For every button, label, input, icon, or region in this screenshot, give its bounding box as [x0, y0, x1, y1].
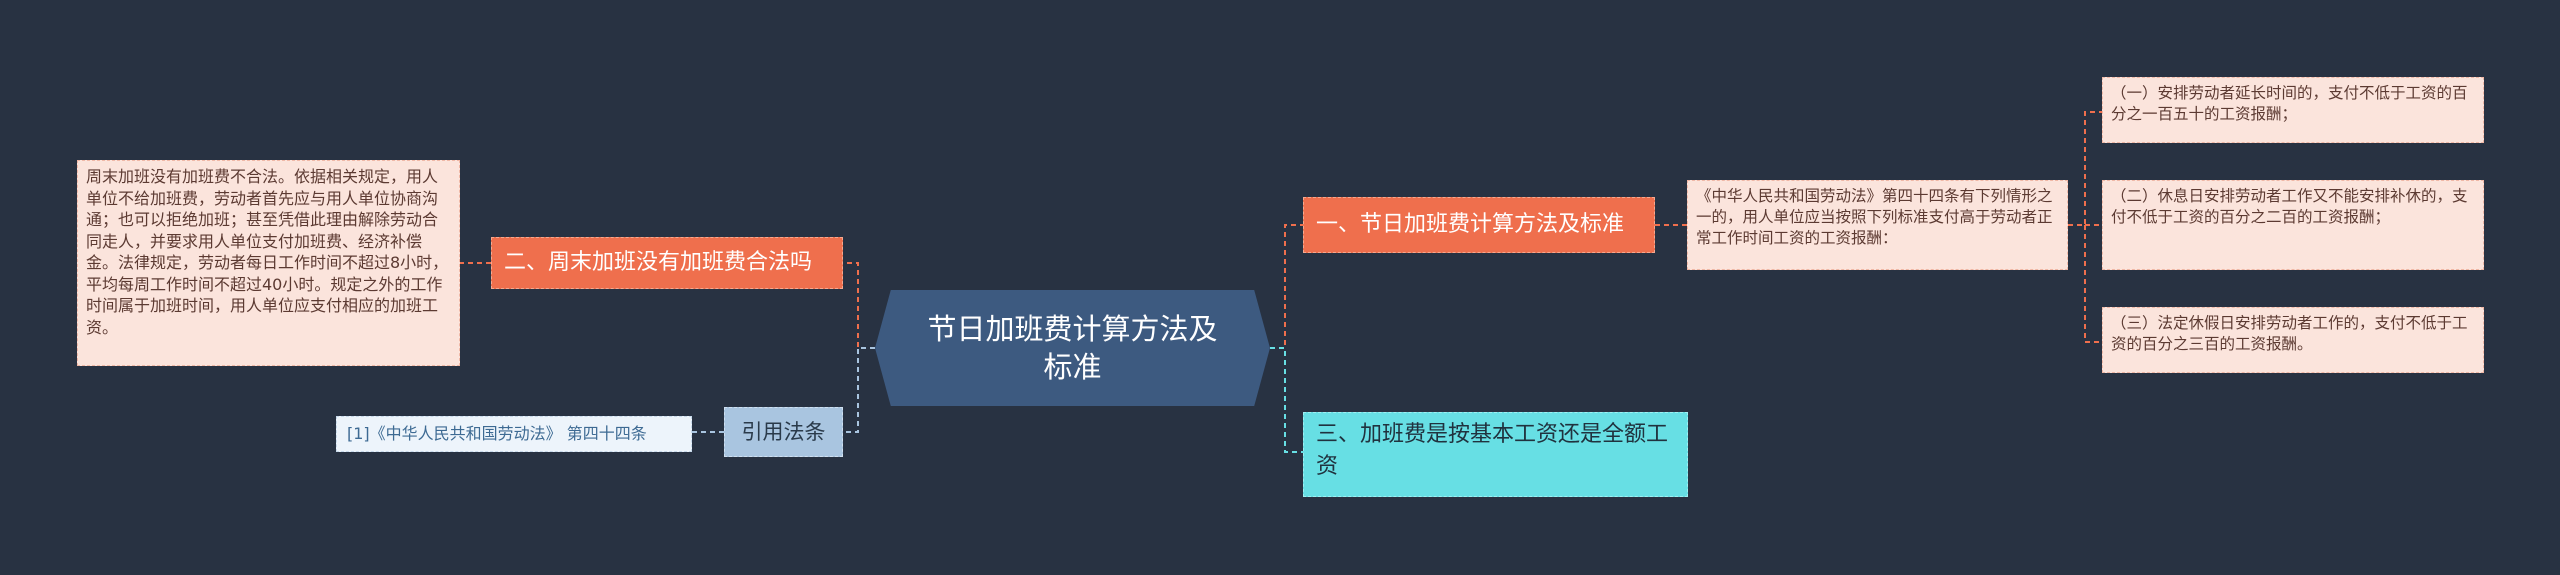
branch-calculation-method[interactable]: 一、节日加班费计算方法及标准 — [1303, 197, 1655, 253]
standard-item-1-text: （一）安排劳动者延长时间的，支付不低于工资的百分之一百五十的工资报酬； — [2111, 84, 2468, 123]
labor-law-article-44-summary[interactable]: 《中华人民共和国劳动法》第四十四条有下列情形之一的，用人单位应当按照下列标准支付… — [1687, 180, 2068, 270]
standard-item-1[interactable]: （一）安排劳动者延长时间的，支付不低于工资的百分之一百五十的工资报酬； — [2102, 77, 2484, 143]
central-topic-label: 节日加班费计算方法及标准 — [927, 312, 1218, 384]
link-central-b3 — [1270, 347, 1303, 453]
branch-base-or-full-wage[interactable]: 三、加班费是按基本工资还是全额工资 — [1303, 412, 1688, 497]
standard-item-2[interactable]: （二）休息日安排劳动者工作又不能安排补休的，支付不低于工资的百分之二百的工资报酬… — [2102, 180, 2484, 270]
branch-cited-law[interactable]: 引用法条 — [724, 407, 843, 457]
link-central-b1 — [1270, 224, 1303, 349]
branch-weekend-overtime[interactable]: 二、周末加班没有加班费合法吗 — [491, 237, 843, 289]
branch-weekend-overtime-label: 二、周末加班没有加班费合法吗 — [504, 250, 813, 275]
standard-item-3[interactable]: （三）法定休假日安排劳动者工作的，支付不低于工资的百分之三百的工资报酬。 — [2102, 307, 2484, 373]
branch-calculation-method-label: 一、节日加班费计算方法及标准 — [1316, 212, 1625, 237]
standard-item-3-text: （三）法定休假日安排劳动者工作的，支付不低于工资的百分之三百的工资报酬。 — [2111, 314, 2468, 353]
cited-law-reference-text: [1]《中华人民共和国劳动法》 第四十四条 — [347, 424, 647, 443]
labor-law-article-44-summary-text: 《中华人民共和国劳动法》第四十四条有下列情形之一的，用人单位应当按照下列标准支付… — [1696, 187, 2053, 247]
link-central-b2 — [843, 262, 875, 349]
link-desc-items — [2068, 111, 2102, 343]
weekend-overtime-explanation[interactable]: 周末加班没有加班费不合法。依据相关规定，用人单位不给加班费，劳动者首先应与用人单… — [77, 160, 460, 366]
link-central-ref — [843, 347, 875, 433]
standard-item-2-text: （二）休息日安排劳动者工作又不能安排补休的，支付不低于工资的百分之二百的工资报酬… — [2111, 187, 2468, 226]
branch-cited-law-label: 引用法条 — [741, 420, 826, 444]
branch-base-or-full-wage-label: 三、加班费是按基本工资还是全额工资 — [1316, 422, 1669, 479]
central-topic[interactable]: 节日加班费计算方法及标准 — [875, 290, 1270, 406]
cited-law-reference[interactable]: [1]《中华人民共和国劳动法》 第四十四条 — [336, 416, 692, 452]
weekend-overtime-explanation-text: 周末加班没有加班费不合法。依据相关规定，用人单位不给加班费，劳动者首先应与用人单… — [86, 167, 449, 337]
